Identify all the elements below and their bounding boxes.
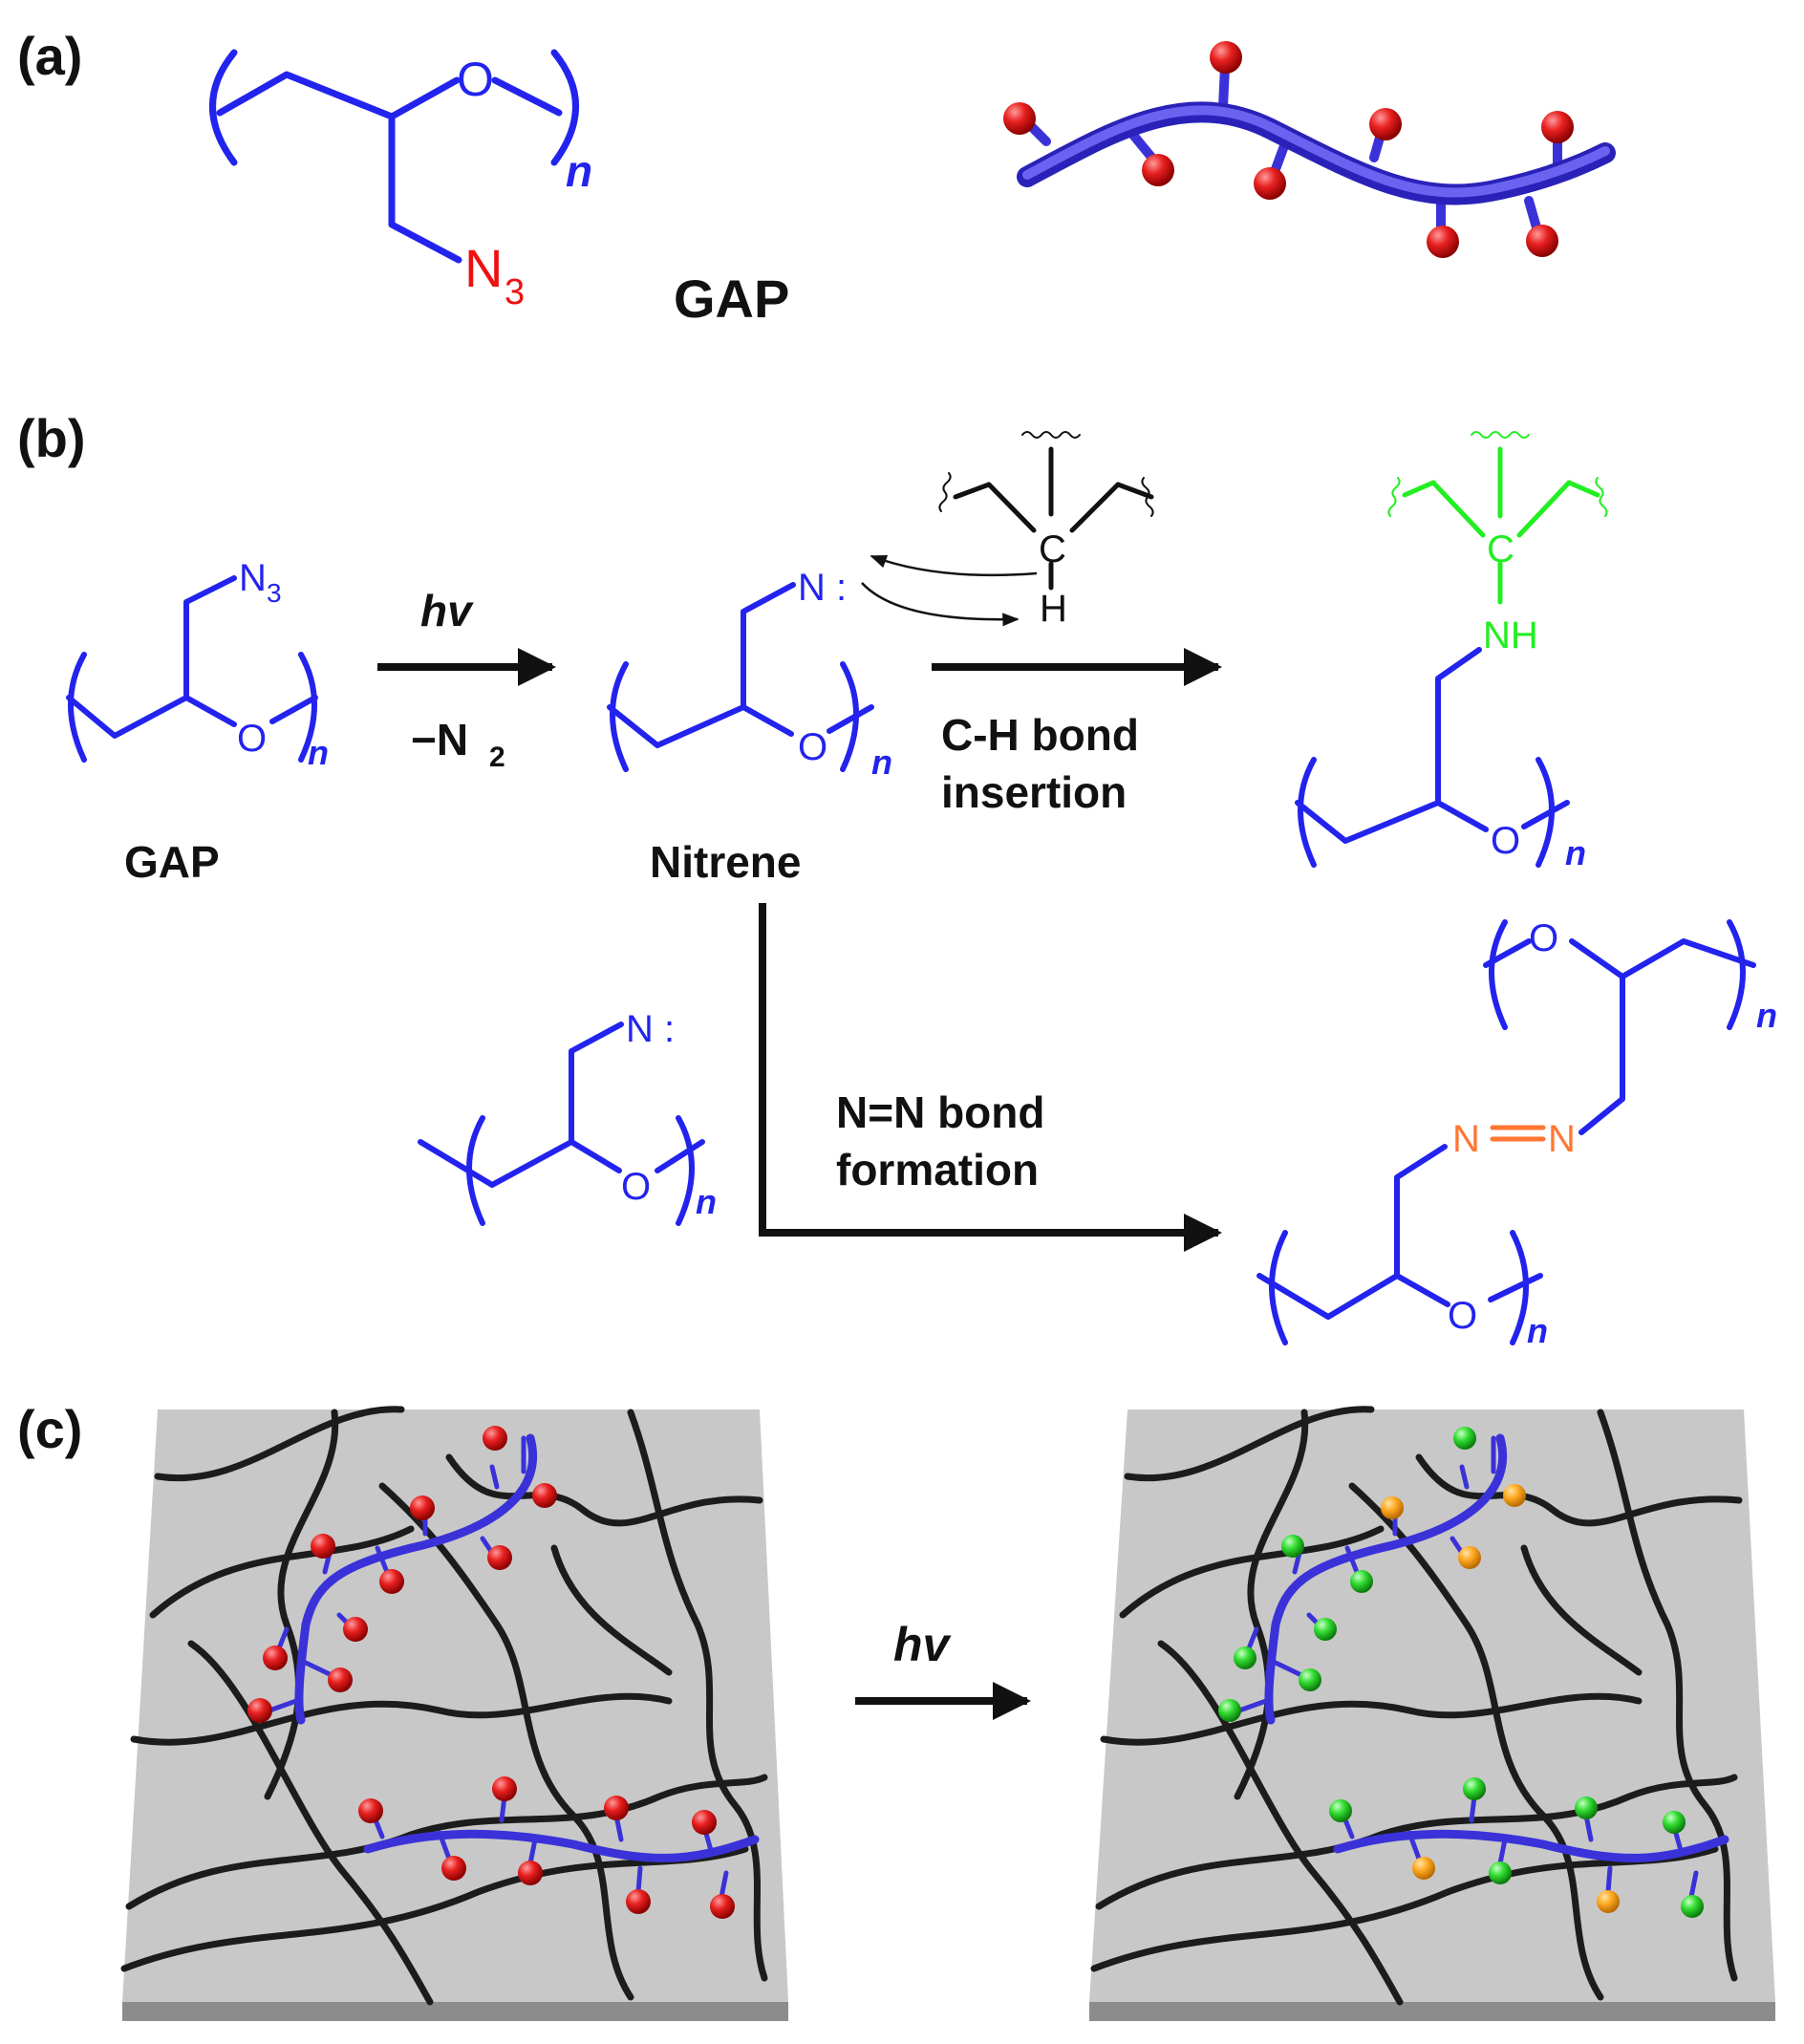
polymer-film-before (120, 1406, 788, 2021)
arrow3-line1: N=N bond (836, 1087, 1044, 1137)
nitrene-name: Nitrene (650, 837, 801, 887)
gap-b-name: GAP (124, 837, 220, 887)
prod1-oxygen: O (1491, 820, 1520, 862)
arrow1-bottom-label: −N (411, 715, 468, 764)
panel-a: (a) O n N 3 GAP (17, 26, 1616, 329)
gap-b-azide-sub: 3 (267, 578, 282, 608)
panel-b-label: (b) (17, 408, 86, 468)
product-azo: O n N N O n (1256, 917, 1777, 1350)
gap-b-oxygen: O (237, 718, 267, 760)
gap-b-n: n (308, 733, 329, 772)
prod1-n: n (1565, 833, 1586, 872)
nitrene-oxygen: O (798, 726, 827, 768)
nitrene2-atom: N : (626, 1008, 675, 1050)
nitrene-n: n (871, 742, 892, 782)
nitrene2-oxygen: O (621, 1166, 651, 1208)
nitrene2-n: n (696, 1182, 717, 1221)
gap-b-azide-N: N (239, 557, 267, 599)
panel-a-label: (a) (17, 26, 82, 86)
prod2-azo-N1: N (1452, 1118, 1480, 1160)
panel-c-label: (c) (17, 1399, 82, 1459)
panel-b: (b) N 3 O n GAP hv −N 2 N : O n Nitrene (17, 408, 1777, 1350)
prod1-carbon: C (1487, 528, 1514, 570)
prod1-NH: NH (1483, 614, 1538, 656)
arrow-nn-formation (759, 903, 1222, 1252)
nitrene-structure (607, 582, 874, 772)
arrow2-line2: insertion (941, 767, 1127, 817)
gap-a-repeat-n: n (566, 146, 592, 196)
gap-a-name: GAP (674, 269, 789, 329)
gap-3d-model (1003, 41, 1616, 258)
ch-hydrogen: H (1040, 588, 1067, 630)
gap-a-oxygen: O (457, 53, 494, 106)
electron-arrow-1 (870, 554, 1038, 577)
arrow3-line2: formation (836, 1145, 1039, 1194)
prod2-bottom-oxygen: O (1448, 1295, 1477, 1337)
prod2-bottom-n: n (1527, 1311, 1548, 1350)
product-insertion: C NH O n (1295, 431, 1608, 872)
arrow1-bottom-sub: 2 (489, 742, 505, 773)
arrow2-line1: C-H bond (941, 710, 1139, 760)
ch-carbon: C (1039, 528, 1066, 570)
gap-a-azide-sub: 3 (505, 272, 525, 312)
gap-structure-b (66, 575, 318, 763)
arrow1-top-label: hv (420, 586, 474, 635)
ch-substrate (938, 431, 1154, 591)
polymer-film-after (1089, 1406, 1775, 2021)
electron-arrow-2 (861, 582, 1020, 627)
panel-c: (c) (17, 1399, 1775, 2021)
arrow-c-label: hv (893, 1618, 953, 1671)
gap-a-azide-N: N (464, 238, 503, 298)
prod2-top-oxygen: O (1529, 917, 1558, 959)
nitrene-structure-2 (418, 1022, 705, 1226)
prod2-top-n: n (1756, 996, 1777, 1035)
gap-structure-a (209, 49, 579, 264)
nitrene-atom: N : (798, 567, 847, 609)
prod2-azo-N2: N (1548, 1118, 1576, 1160)
